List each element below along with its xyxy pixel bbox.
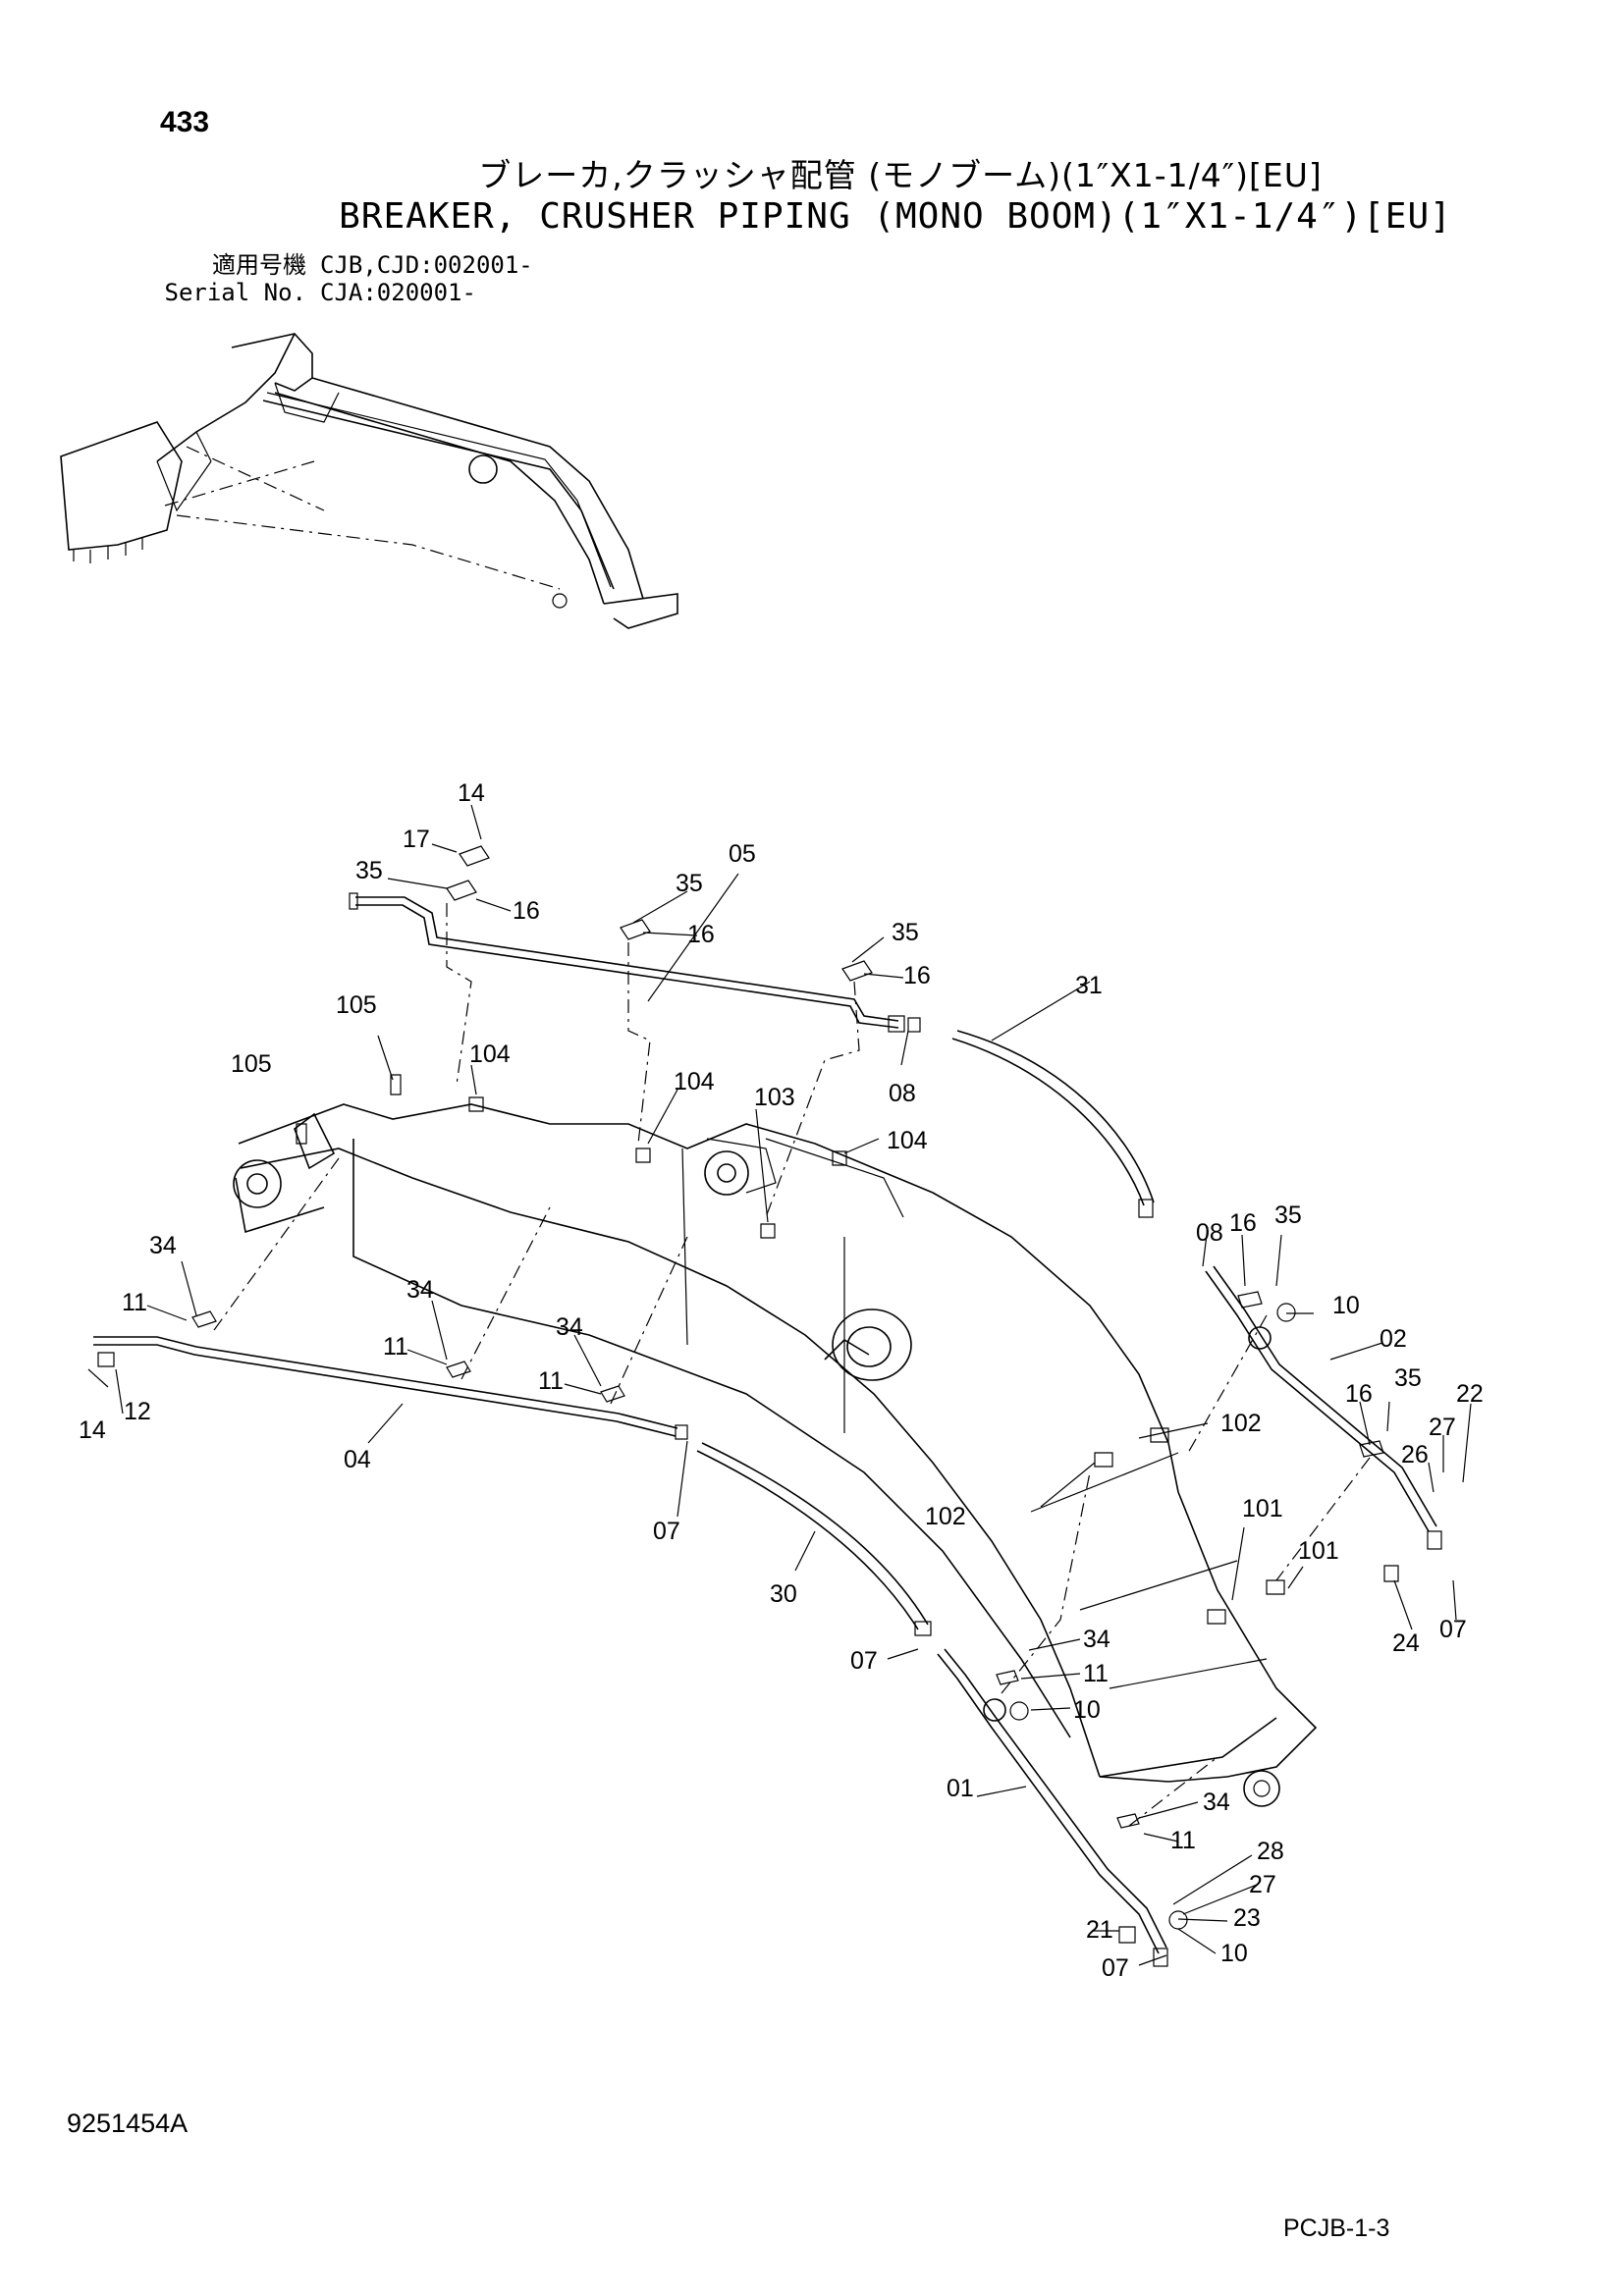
callout-label: 01: [947, 1775, 974, 1802]
title-english: BREAKER, CRUSHER PIPING (MONO BOOM)(1″X1…: [339, 196, 1452, 237]
callout-label: 11: [1170, 1827, 1196, 1854]
pipe-02: [1205, 1265, 1442, 1550]
callout-label: 35: [1394, 1364, 1422, 1392]
callout-label: 101: [1242, 1495, 1283, 1522]
callout-label: 11: [122, 1289, 147, 1316]
pipe-04: [93, 1336, 688, 1440]
page-number: 433: [160, 106, 210, 138]
callout-label: 08: [889, 1080, 916, 1107]
callout-label: 30: [770, 1580, 797, 1608]
callout-label: 104: [674, 1068, 715, 1095]
callout-label: 11: [538, 1367, 564, 1395]
callout-label: 07: [1102, 1954, 1129, 1982]
serial-row: Serial No. CJA:020001-: [159, 279, 533, 306]
hose-31: [951, 1030, 1155, 1218]
callout-label: 21: [1086, 1916, 1113, 1944]
title-japanese: ブレーカ,クラッシャ配管 (モノブーム)(1″X1-1/4″)[EU]: [478, 156, 1323, 194]
callout-label: 34: [1083, 1626, 1110, 1653]
callout-label: 11: [383, 1333, 408, 1361]
callout-label: 27: [1429, 1414, 1456, 1441]
callout-label: 08: [1196, 1219, 1223, 1247]
callout-label: 34: [406, 1276, 434, 1304]
callout-label: 104: [887, 1127, 928, 1154]
callout-label: 10: [1332, 1292, 1360, 1319]
callout-label: 34: [556, 1313, 583, 1341]
callout-label: 14: [458, 779, 485, 807]
callout-label: 02: [1380, 1325, 1407, 1353]
callout-label: 16: [1229, 1209, 1257, 1237]
callout-label: 105: [231, 1050, 272, 1078]
callout-label: 22: [1456, 1380, 1484, 1408]
callout-label: 105: [336, 991, 377, 1019]
serial-value: CJA:020001-: [320, 279, 476, 306]
callout-label: 26: [1401, 1441, 1429, 1468]
callout-label: 24: [1392, 1629, 1420, 1657]
callout-label: 07: [1439, 1616, 1467, 1643]
callout-label: 14: [79, 1416, 106, 1444]
callout-label: 16: [687, 921, 715, 948]
callout-label: 102: [925, 1503, 966, 1530]
pipe-01: [937, 1648, 1168, 1967]
serial-label: Serial No.: [164, 279, 307, 306]
boom-body: [233, 1103, 1318, 1807]
serial-row: 適用号機 CJB,CJD:002001-: [159, 251, 533, 279]
callout-label: 104: [469, 1041, 511, 1068]
callout-label: 35: [355, 857, 383, 884]
callout-label: 34: [1203, 1789, 1230, 1816]
callout-label: 101: [1298, 1537, 1339, 1565]
callout-label: 16: [1345, 1380, 1373, 1408]
page-code: PCJB-1-3: [1283, 2215, 1390, 2242]
serial-value: CJB,CJD:002001-: [320, 251, 533, 279]
callout-label: 27: [1249, 1871, 1276, 1898]
callout-label: 35: [676, 870, 703, 897]
callout-label: 07: [653, 1518, 680, 1545]
callout-label: 10: [1073, 1696, 1101, 1724]
callout-label: 16: [513, 897, 540, 925]
callout-label: 35: [1274, 1201, 1302, 1229]
clamp-parts: [97, 845, 1399, 1944]
callout-label: 28: [1257, 1838, 1284, 1865]
callout-label: 34: [149, 1232, 177, 1259]
pipe-05: [349, 892, 921, 1033]
hose-30: [696, 1442, 932, 1636]
callout-label: 23: [1233, 1904, 1261, 1932]
callout-label: 35: [892, 919, 919, 946]
callout-label: 07: [850, 1647, 878, 1675]
callout-label: 102: [1220, 1410, 1262, 1437]
callout-label: 05: [729, 840, 756, 868]
callout-label: 12: [124, 1398, 151, 1425]
serial-label: 適用号機: [212, 251, 306, 279]
overview-thumbnail: [60, 333, 678, 629]
callout-label: 31: [1075, 972, 1103, 999]
serial-block: 適用号機 CJB,CJD:002001- Serial No. CJA:0200…: [159, 251, 533, 306]
callout-label: 04: [344, 1446, 371, 1473]
callout-label: 11: [1083, 1660, 1109, 1687]
callout-leaders: [87, 804, 1472, 1966]
callout-label: 103: [754, 1084, 795, 1111]
document-number: 9251454A: [67, 2109, 189, 2138]
callout-label: 16: [903, 962, 931, 989]
dashed-leaders: [213, 903, 1371, 1827]
callout-labels: 14 17 35 16 05 35 16 35 16 31 105 105 10…: [79, 779, 1484, 1982]
callout-label: 10: [1220, 1940, 1248, 1967]
callout-label: 17: [403, 826, 430, 853]
